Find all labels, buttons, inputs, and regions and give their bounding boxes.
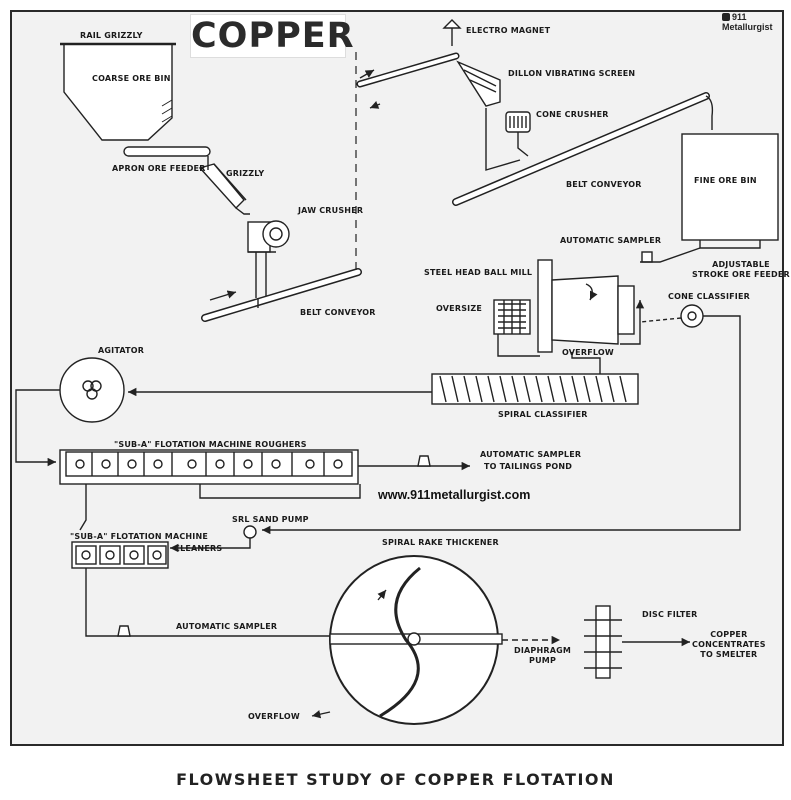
- label-dillon-vibrating-screen: DILLON VIBRATING SCREEN: [508, 69, 636, 78]
- logo-mark-icon: [722, 13, 730, 21]
- apron-ore-feeder: [123, 146, 211, 157]
- label-apron-ore-feeder: APRON ORE FEEDER: [112, 164, 206, 173]
- jaw-crusher: [247, 220, 290, 300]
- label-overflow-1: OVERFLOW: [562, 348, 614, 357]
- label-automatic-sampler-2: AUTOMATIC SAMPLER: [480, 450, 582, 459]
- spiral-rake-thickener: [311, 555, 560, 725]
- diagram-caption: FLOWSHEET STUDY OF COPPER FLOTATION: [176, 770, 615, 789]
- label-agitator: AGITATOR: [98, 346, 145, 355]
- flotation-roughers: [59, 449, 470, 531]
- grizzly-chute: [198, 163, 250, 215]
- label-roughers: "SUB-A" FLOTATION MACHINE ROUGHERS: [114, 440, 307, 449]
- cone-classifier: [262, 304, 741, 535]
- steel-head-ball-mill: [493, 259, 635, 353]
- label-srl-sand-pump: SRL SAND PUMP: [232, 515, 309, 524]
- label-belt-conveyor-2: BELT CONVEYOR: [566, 180, 642, 189]
- metallurgist-logo: 911 Metallurgist: [722, 12, 791, 32]
- automatic-sampler-2: [417, 455, 431, 467]
- automatic-sampler-1: [640, 247, 701, 263]
- disc-filter: [584, 605, 690, 679]
- dillon-vibrating-screen: [456, 60, 501, 107]
- label-fine-ore-bin: FINE ORE BIN: [694, 176, 757, 185]
- label-cleaners-line2: CLEANERS: [174, 544, 223, 553]
- agitator: [15, 357, 125, 467]
- website-url: www.911metallurgist.com: [378, 488, 531, 502]
- label-cone-crusher: CONE CRUSHER: [536, 110, 609, 119]
- spiral-classifier: [128, 373, 639, 405]
- label-automatic-sampler-3: AUTOMATIC SAMPLER: [176, 622, 278, 631]
- upper-belt-conveyor: [356, 52, 460, 88]
- automatic-sampler-3: [117, 625, 131, 637]
- label-oversize: OVERSIZE: [436, 304, 483, 313]
- srl-sand-pump: [170, 525, 257, 553]
- label-cone-classifier: CONE CLASSIFIER: [668, 292, 750, 301]
- label-cleaners-line1: "SUB-A" FLOTATION MACHINE: [70, 532, 209, 541]
- label-copper-concentrates: COPPER CONCENTRATES TO SMELTER: [692, 630, 766, 659]
- copper-title-badge: COPPER: [190, 14, 355, 58]
- label-spiral-classifier: SPIRAL CLASSIFIER: [498, 410, 588, 419]
- label-belt-conveyor-1: BELT CONVEYOR: [300, 308, 376, 317]
- electro-magnet: [442, 19, 462, 46]
- label-automatic-sampler-1: AUTOMATIC SAMPLER: [560, 236, 662, 245]
- flotation-cleaners: [71, 541, 404, 637]
- label-electro-magnet: ELECTRO MAGNET: [466, 26, 551, 35]
- coarse-ore-bin: [60, 42, 176, 141]
- label-spiral-rake-thickener: SPIRAL RAKE THICKENER: [382, 538, 499, 547]
- label-diaphragm-pump: DIAPHRAGM PUMP: [514, 646, 572, 665]
- label-adjustable-stroke-ore-feeder: ADJUSTABLE STROKE ORE FEEDER: [692, 260, 790, 279]
- fine-ore-bin: [681, 133, 779, 249]
- belt-conveyor-1: [201, 268, 362, 322]
- logo-text: 911 Metallurgist: [722, 12, 773, 32]
- label-coarse-ore-bin: COARSE ORE BIN: [92, 74, 171, 83]
- label-steel-head-ball-mill: STEEL HEAD BALL MILL: [424, 268, 533, 277]
- label-jaw-crusher: JAW CRUSHER: [298, 206, 364, 215]
- label-rail-grizzly: RAIL GRIZZLY: [80, 31, 143, 40]
- label-disc-filter: DISC FILTER: [642, 610, 698, 619]
- label-overflow-2: OVERFLOW: [248, 712, 300, 721]
- cone-crusher: [505, 111, 531, 157]
- label-tailings-pond: TO TAILINGS POND: [484, 462, 573, 471]
- label-grizzly: GRIZZLY: [226, 169, 265, 178]
- belt-conveyor-2: [452, 92, 714, 206]
